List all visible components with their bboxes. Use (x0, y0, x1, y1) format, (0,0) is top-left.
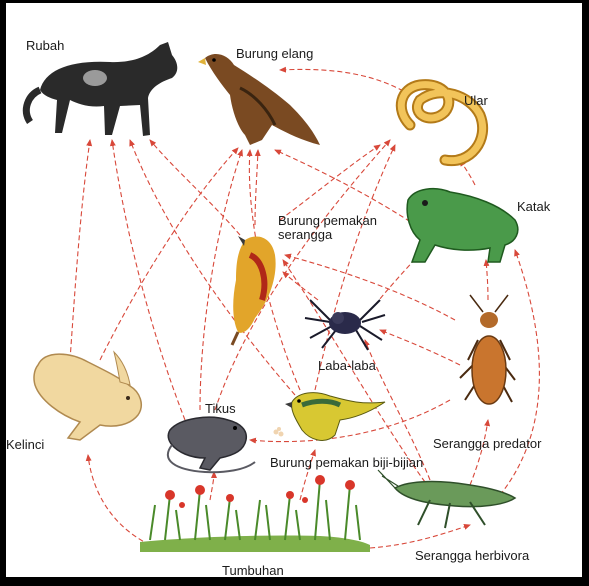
label-tumbuhan: Tumbuhan (222, 563, 284, 578)
label-burung-pemakan-biji: Burung pemakan biji-bijian (270, 455, 423, 470)
predator-insect-illustration (460, 295, 515, 404)
label-tikus: Tikus (205, 401, 236, 416)
grasshopper-illustration (378, 470, 515, 528)
label-serangga-herbivora: Serangga herbivora (415, 548, 529, 563)
rabbit-illustration (34, 352, 141, 440)
label-rubah: Rubah (26, 38, 64, 53)
label-burung-pemakan-serangga-line1: Burung pemakan (278, 213, 377, 228)
frog-illustration (407, 189, 518, 262)
label-kelinci: Kelinci (6, 437, 44, 452)
label-burung-pemakan-serangga-line2: serangga (278, 227, 332, 242)
rat-illustration (168, 417, 255, 472)
insect-bird-illustration (232, 236, 276, 345)
label-katak: Katak (517, 199, 550, 214)
label-burung-elang: Burung elang (236, 46, 313, 61)
label-ular: Ular (464, 93, 488, 108)
fox-illustration (26, 42, 177, 136)
eagle-illustration (198, 54, 320, 145)
label-laba-laba: Laba-laba (318, 358, 376, 373)
label-serangga-predator: Serangga predator (433, 436, 541, 451)
spider-illustration (305, 300, 385, 350)
seed-bird-illustration (285, 393, 385, 441)
